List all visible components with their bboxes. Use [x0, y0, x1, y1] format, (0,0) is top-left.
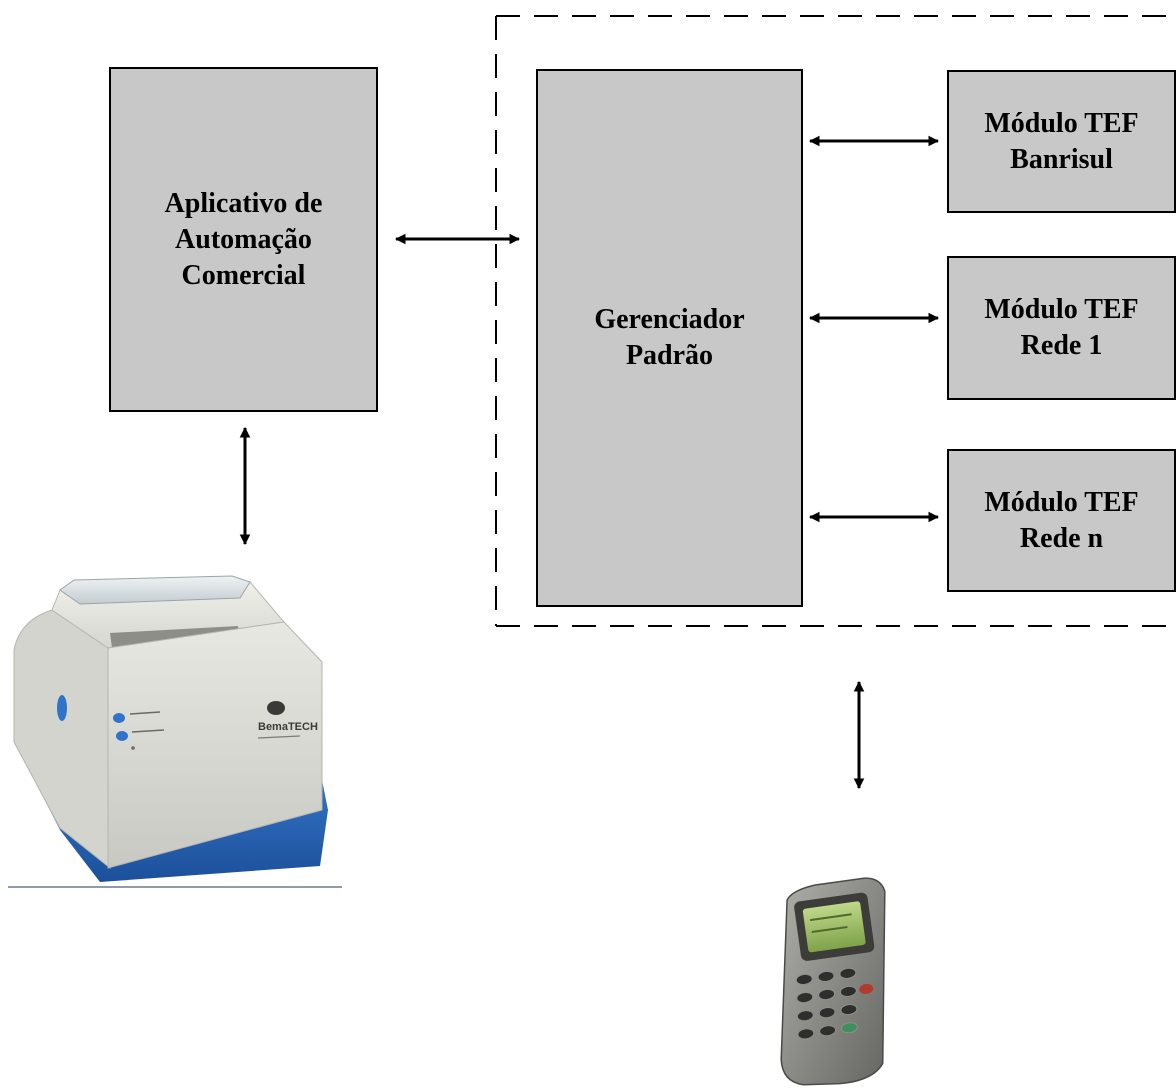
- printer-brand-label: BemaTECH: [258, 721, 318, 733]
- gerenciador-padrao-box: Gerenciador Padrão: [536, 69, 803, 607]
- printer-model-line: [257, 735, 301, 739]
- printer-button-2: [116, 731, 128, 741]
- pinpad-screen-line-1: [809, 913, 852, 922]
- rede1-line-2: Rede 1: [1020, 330, 1103, 361]
- printer-logo-mark: [267, 701, 285, 715]
- pinpad-keypad: [795, 967, 858, 1040]
- tef-module-rede1-box: Módulo TEF Rede 1: [947, 256, 1176, 400]
- reden-line-2: Rede n: [1019, 522, 1104, 554]
- printer-panel-line-1: [129, 711, 161, 715]
- rede1-line-1: Módulo TEF: [984, 294, 1139, 325]
- printer-side: [13, 609, 111, 870]
- automation-app-box: Aplicativo de Automação Comercial: [109, 67, 378, 412]
- pinpad-screen-line-2: [811, 925, 848, 933]
- printer-side-button: [57, 695, 67, 721]
- gerenciador-line-1: Gerenciador: [594, 304, 745, 335]
- pinpad-screen: [802, 901, 866, 953]
- app-box-line-2: Automação: [175, 223, 312, 255]
- gerenciador-line-2: Padrão: [625, 340, 714, 371]
- printer-panel-line-2: [131, 729, 165, 733]
- app-box-line-1: Aplicativo de: [164, 187, 323, 219]
- dashed-boundary: [495, 15, 1176, 627]
- pinpad-cancel-key: [859, 983, 874, 994]
- tef-module-reden-box: Módulo TEF Rede n: [947, 449, 1176, 592]
- reden-line-1: Módulo TEF: [984, 486, 1139, 518]
- printer-lid: [59, 575, 251, 605]
- printer-button-1: [113, 713, 125, 723]
- tef-module-banrisul-box: Módulo TEF Banrisul: [947, 70, 1176, 213]
- banrisul-line-2: Banrisul: [1010, 143, 1113, 175]
- printer-led: [131, 746, 135, 750]
- printer-front: [107, 621, 323, 869]
- banrisul-line-1: Módulo TEF: [984, 107, 1139, 139]
- app-box-line-3: Comercial: [181, 259, 306, 291]
